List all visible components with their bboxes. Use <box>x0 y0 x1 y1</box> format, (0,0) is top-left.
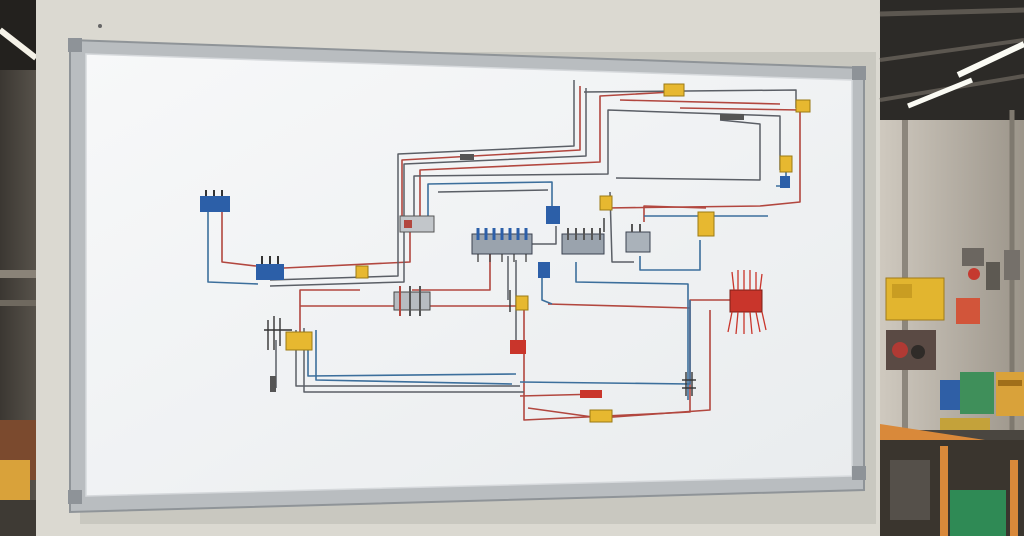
terminal-block-icon <box>256 256 284 280</box>
relay-module-icon <box>727 270 767 335</box>
terminal-block-icon <box>200 190 230 212</box>
fuse-icon <box>589 409 613 423</box>
relay-module-icon <box>471 228 533 262</box>
whiteboard <box>68 24 866 514</box>
fuse-icon <box>795 99 811 113</box>
relay-module-icon <box>393 286 431 316</box>
fuse-icon <box>697 211 715 237</box>
fuse-icon <box>599 195 613 211</box>
fuse-icon <box>663 83 685 97</box>
relay-module-icon <box>625 224 651 253</box>
fuse-icon <box>779 155 793 173</box>
relay-module-icon <box>399 215 435 233</box>
relay-module-icon <box>561 228 605 255</box>
ceiling-light-icon <box>0 27 38 61</box>
fuse-icon <box>355 265 369 279</box>
ceiling-light-icon <box>956 41 1024 78</box>
ceiling-light-icon <box>907 77 973 109</box>
fuse-icon <box>285 331 313 351</box>
fuse-icon <box>515 295 529 311</box>
right-workshop-background <box>879 0 1024 536</box>
left-workshop-background <box>0 0 40 536</box>
components <box>200 83 811 423</box>
